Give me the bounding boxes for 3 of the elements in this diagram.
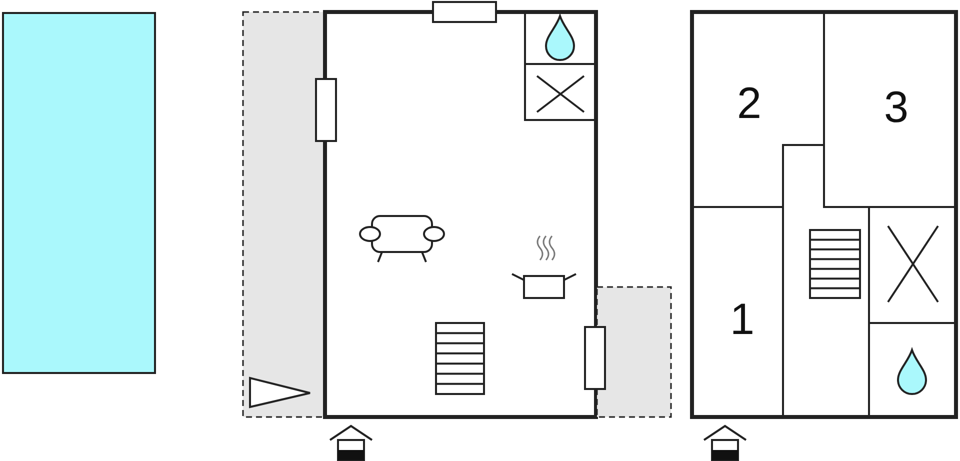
room-number: 3 xyxy=(884,86,908,130)
room-number: 2 xyxy=(737,82,762,126)
room-number: 1 xyxy=(730,298,754,342)
